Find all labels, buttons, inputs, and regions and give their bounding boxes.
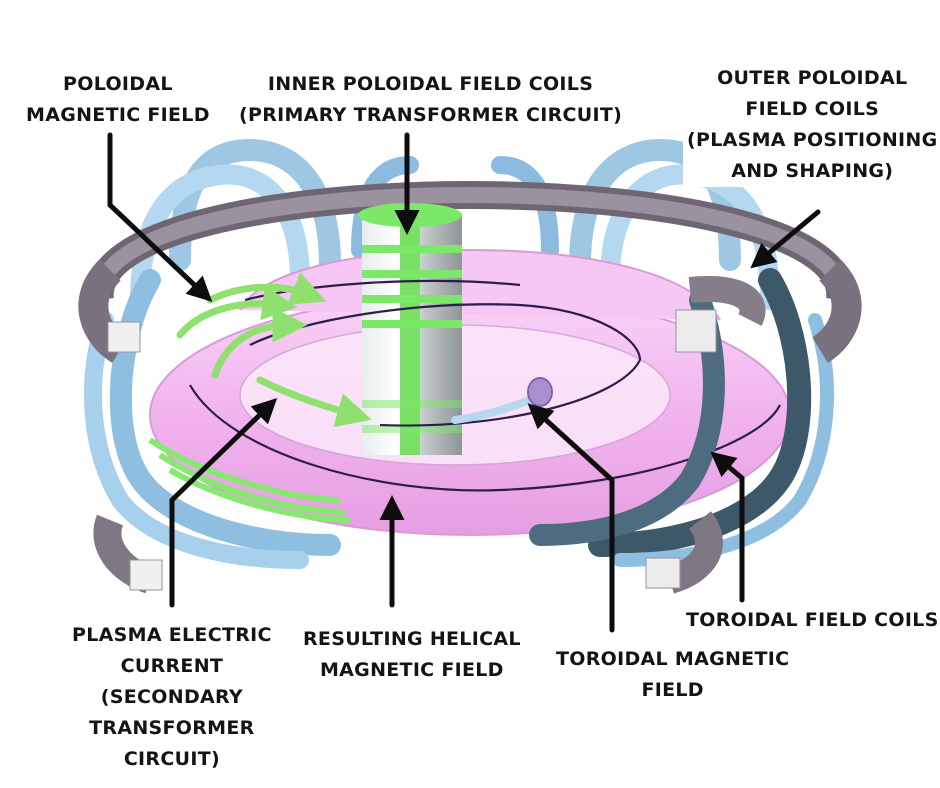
- arrow-toroidal-coils: [710, 451, 745, 603]
- central-solenoid: [358, 203, 462, 455]
- label-plasma-electric-current: PLASMA ELECTRIC CURRENT (SECONDARY TRANS…: [68, 620, 276, 775]
- arrow-poloidal-field: [107, 132, 213, 302]
- arrow-plasma-current: [169, 398, 278, 608]
- arrow-outer-coils: [750, 209, 821, 269]
- label-outer-poloidal-field-coils: OUTER POLOIDAL FIELD COILS (PLASMA POSIT…: [683, 63, 940, 187]
- label-toroidal-field-coils: TOROIDAL FIELD COILS: [682, 605, 940, 636]
- label-resulting-helical-magnetic-field: RESULTING HELICAL MAGNETIC FIELD: [299, 624, 525, 686]
- label-toroidal-magnetic-field: TOROIDAL MAGNETIC FIELD: [552, 644, 794, 706]
- outer-pf-ring-front: [78, 259, 862, 594]
- label-poloidal-magnetic-field: POLOIDAL MAGNETIC FIELD: [22, 69, 214, 131]
- arrow-toroidal-field: [527, 403, 615, 633]
- poloidal-field-arrows: [176, 272, 372, 428]
- label-inner-poloidal-field-coils: INNER POLOIDAL FIELD COILS (PRIMARY TRAN…: [235, 69, 627, 131]
- annotation-arrows: [107, 132, 821, 633]
